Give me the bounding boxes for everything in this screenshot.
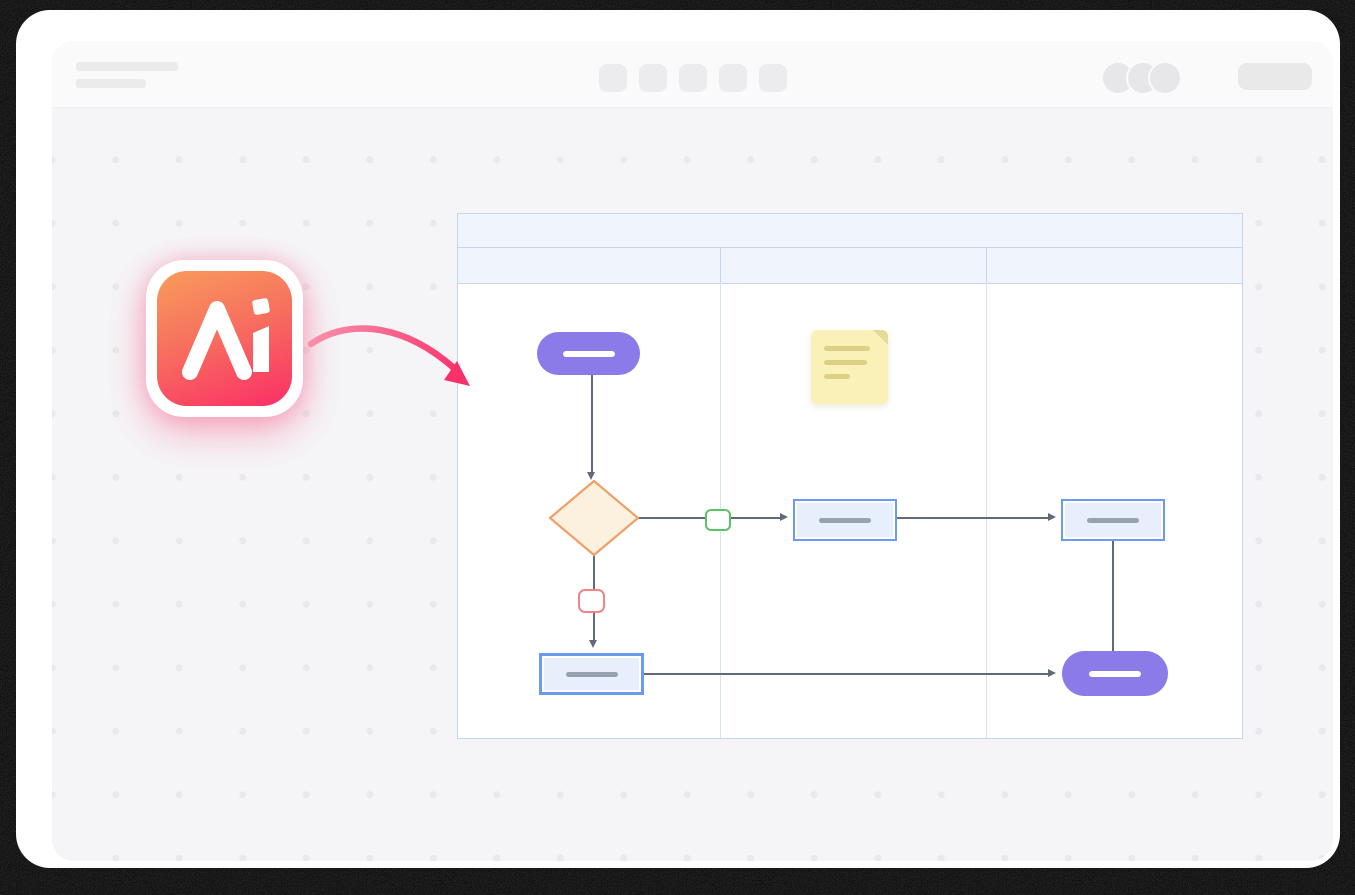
note-line-1	[824, 346, 870, 351]
swimlane-header-row	[458, 248, 1242, 284]
sticky-note[interactable]	[811, 330, 888, 404]
arrowhead-end	[1048, 669, 1056, 677]
pointer-arrow-head	[444, 361, 470, 386]
arrowhead-process3	[589, 640, 597, 648]
lane-header-3	[987, 248, 1242, 283]
lane-2	[721, 282, 987, 738]
arrowhead-process2	[1048, 513, 1056, 521]
process-node-2-text-placeholder	[1087, 517, 1139, 523]
ai-badge-gradient	[157, 271, 292, 406]
arrowhead-process1	[780, 513, 788, 521]
toolbar-button-4[interactable]	[719, 64, 747, 92]
toolbar-button-5[interactable]	[759, 64, 787, 92]
process-node-2[interactable]	[1061, 499, 1165, 541]
process-node-3[interactable]	[539, 653, 644, 695]
connector-process1-to-process2	[897, 517, 1048, 519]
outer-card	[16, 10, 1340, 868]
swimlane-title-row	[458, 214, 1242, 248]
no-branch-marker[interactable]	[578, 589, 605, 613]
note-line-2	[824, 360, 867, 365]
avatar-3[interactable]	[1150, 63, 1180, 93]
toolbar-button-1[interactable]	[599, 64, 627, 92]
pointer-arrow-curve	[307, 325, 458, 372]
process-node-1-text-placeholder	[819, 517, 871, 523]
lane-header-1	[458, 248, 721, 283]
ai-logo-letter-a	[182, 301, 252, 380]
process-node-1[interactable]	[793, 499, 897, 541]
end-node-text-placeholder	[1089, 670, 1141, 677]
app-window	[52, 41, 1333, 861]
skeleton-title-bar	[76, 62, 178, 71]
toolbar-button-2[interactable]	[639, 64, 667, 92]
start-node-text-placeholder	[562, 350, 615, 357]
start-node[interactable]	[537, 332, 640, 375]
connector-process3-to-end	[644, 673, 1048, 675]
yes-branch-marker[interactable]	[705, 509, 731, 531]
end-node[interactable]	[1062, 651, 1168, 696]
note-line-3	[824, 374, 850, 379]
arrowhead-decision	[587, 472, 595, 480]
connector-start-to-decision	[591, 375, 593, 473]
ai-logo-letter-i-stem	[253, 326, 269, 372]
ai-logo-letter-i-dot	[252, 298, 270, 315]
ai-badge	[146, 260, 303, 417]
skeleton-subtitle-bar	[76, 79, 146, 88]
connector-process2-to-end	[1112, 541, 1114, 653]
lane-header-2	[721, 248, 987, 283]
share-button[interactable]	[1238, 63, 1312, 90]
sticky-note-fold	[873, 330, 888, 345]
pointer-arrow	[307, 325, 470, 386]
toolbar-button-3[interactable]	[679, 64, 707, 92]
process-node-3-text-placeholder	[565, 671, 618, 677]
window-header	[52, 41, 1333, 108]
decision-node[interactable]	[548, 479, 640, 557]
ai-logo	[182, 298, 270, 380]
decision-diamond-shape[interactable]	[548, 479, 640, 557]
